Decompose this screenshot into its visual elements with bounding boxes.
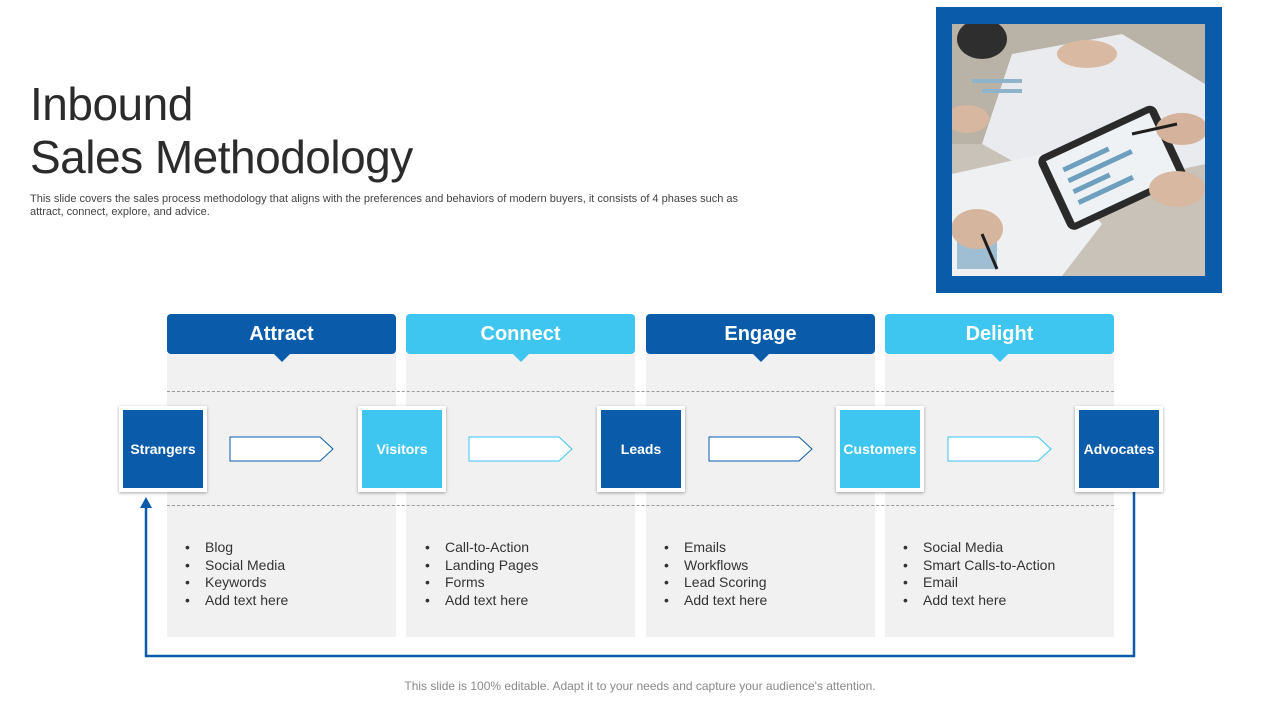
list-item: Emails (664, 539, 767, 557)
header-pointer (991, 353, 1009, 362)
meeting-photo (952, 24, 1205, 276)
phase-label: Delight (965, 323, 1034, 345)
stage-visitors: Visitors (358, 406, 446, 492)
arrow-right-icon (947, 436, 1052, 462)
photo-frame (936, 7, 1222, 293)
list-item: Keywords (185, 574, 288, 592)
header-pointer (273, 353, 291, 362)
list-item: Workflows (664, 557, 767, 575)
title-line-1: Inbound (30, 78, 193, 130)
bullet-list-engage: Emails Workflows Lead Scoring Add text h… (664, 539, 767, 610)
stage-label: Advocates (1079, 410, 1159, 488)
list-item: Landing Pages (425, 557, 538, 575)
stage-leads: Leads (597, 406, 685, 492)
bullet-list-connect: Call-to-Action Landing Pages Forms Add t… (425, 539, 538, 610)
phase-label: Engage (724, 323, 797, 345)
stage-label: Visitors (362, 410, 442, 488)
title-line-2: Sales Methodology (30, 131, 413, 183)
list-item: Add text here (664, 592, 767, 610)
bullet-list-delight: Social Media Smart Calls-to-Action Email… (903, 539, 1055, 610)
list-item: Email (903, 574, 1055, 592)
list-item: Smart Calls-to-Action (903, 557, 1055, 575)
footer-note: This slide is 100% editable. Adapt it to… (404, 679, 876, 693)
list-item: Lead Scoring (664, 574, 767, 592)
list-item: Social Media (903, 539, 1055, 557)
phase-header-connect: Connect (406, 314, 635, 362)
list-item: Call-to-Action (425, 539, 538, 557)
divider-bottom (167, 505, 1114, 506)
header-pointer (512, 353, 530, 362)
list-item: Add text here (903, 592, 1055, 610)
list-item: Blog (185, 539, 288, 557)
list-item: Add text here (185, 592, 288, 610)
list-item: Add text here (425, 592, 538, 610)
arrow-right-icon (468, 436, 573, 462)
header-pointer (752, 353, 770, 362)
phase-label: Attract (249, 323, 314, 345)
page-title: Inbound Sales Methodology (30, 78, 413, 184)
list-item: Social Media (185, 557, 288, 575)
page-subtitle: This slide covers the sales process meth… (30, 193, 739, 218)
arrow-right-icon (229, 436, 334, 462)
phase-header-attract: Attract (167, 314, 396, 362)
phase-label: Connect (480, 323, 561, 345)
list-item: Forms (425, 574, 538, 592)
stage-label: Strangers (123, 410, 203, 488)
stage-label: Customers (840, 410, 920, 488)
stage-strangers: Strangers (119, 406, 207, 492)
stage-label: Leads (601, 410, 681, 488)
phase-header-delight: Delight (885, 314, 1114, 362)
phase-header-engage: Engage (646, 314, 875, 362)
stage-customers: Customers (836, 406, 924, 492)
divider-top (167, 391, 1114, 392)
bullet-list-attract: Blog Social Media Keywords Add text here (185, 539, 288, 610)
arrow-right-icon (708, 436, 813, 462)
stage-advocates: Advocates (1075, 406, 1163, 492)
